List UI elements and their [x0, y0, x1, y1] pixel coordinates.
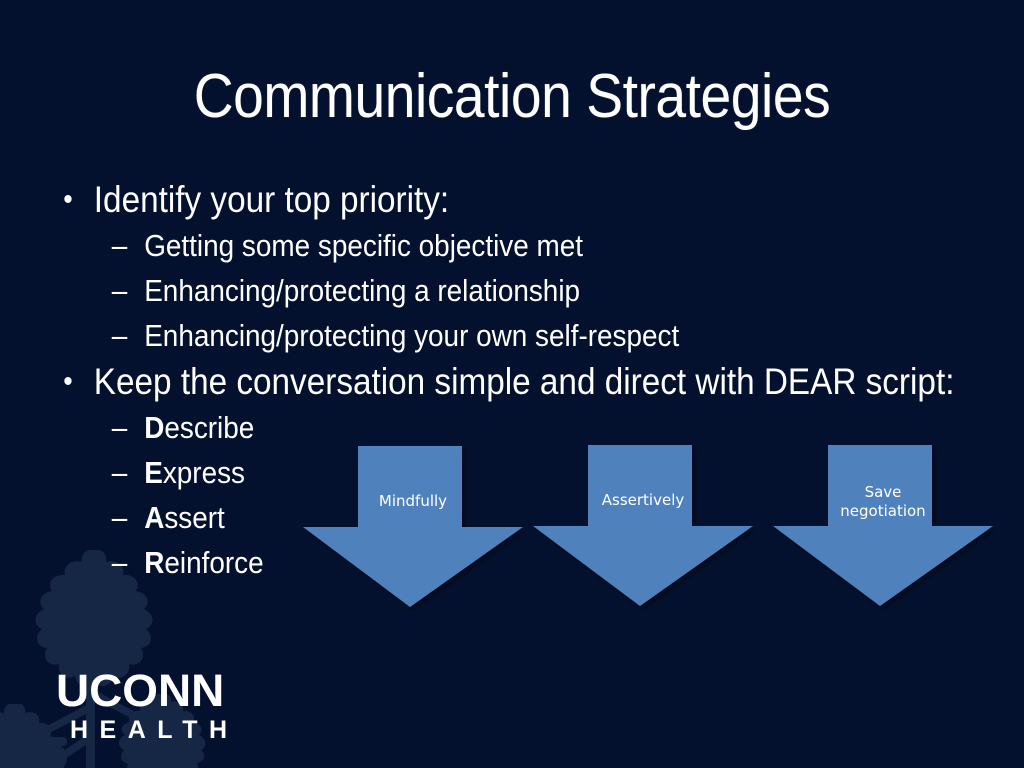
arrow-shape [773, 445, 993, 606]
sub-bullet-item: – Enhancing/protecting your own self-res… [56, 313, 893, 358]
dash-marker: – [111, 318, 128, 353]
sub-bullet-text: Enhancing/protecting a relationship [144, 273, 581, 308]
body-content: • Identify your top priority: – Getting … [56, 176, 986, 585]
dash-marker: – [111, 500, 128, 535]
down-arrow-assertively: Assertively [531, 445, 755, 607]
dash-marker: – [111, 410, 128, 445]
sub-bullet-item: – Assert [56, 495, 893, 540]
sub-bullet-initial: D [144, 410, 165, 445]
sub-bullet-text: Getting some specific objective met [144, 228, 584, 263]
sub-bullet-text: Enhancing/protecting your own self-respe… [144, 318, 680, 353]
page-title: Communication Strategies [193, 62, 831, 131]
sub-bullet-initial: A [144, 500, 165, 535]
sub-bullet-item: – Describe [56, 405, 893, 450]
sub-bullet-initial: R [144, 545, 165, 580]
dash-marker: – [111, 545, 128, 580]
sub-bullet-text: einforce [164, 545, 264, 580]
sub-bullet-text: xpress [162, 455, 245, 490]
dash-marker: – [111, 273, 128, 308]
bullet-item: • Identify your top priority: [56, 176, 893, 223]
down-arrow-mindfully: Mindfully [301, 446, 525, 608]
sub-bullet-text: ssert [164, 500, 225, 535]
logo-primary-text: UCONN [56, 665, 225, 716]
sub-bullet-item: – Enhancing/protecting a relationship [56, 268, 893, 313]
dash-marker: – [111, 228, 128, 263]
bullet-item: • Keep the conversation simple and direc… [56, 358, 988, 405]
sub-bullet-initial: E [144, 455, 163, 490]
bullet-marker: • [63, 183, 73, 216]
sub-bullet-item: – Express [56, 450, 893, 495]
down-arrow-save-negotiation: Save negotiation [771, 445, 995, 607]
bullet-text: Keep the conversation simple and direct … [93, 361, 955, 402]
sub-bullet-item: – Getting some specific objective met [56, 223, 893, 268]
bullet-marker: • [63, 365, 73, 398]
logo-secondary-text: HEALTH [70, 716, 239, 744]
dash-marker: – [111, 455, 128, 490]
uconn-health-logo: UCONN HEALTH [56, 668, 239, 745]
arrow-shape [303, 446, 523, 607]
arrow-shape [533, 445, 753, 606]
sub-bullet-text: escribe [164, 410, 255, 445]
bullet-text: Identify your top priority: [93, 179, 450, 220]
sub-bullet-item: – Reinforce [56, 540, 893, 585]
